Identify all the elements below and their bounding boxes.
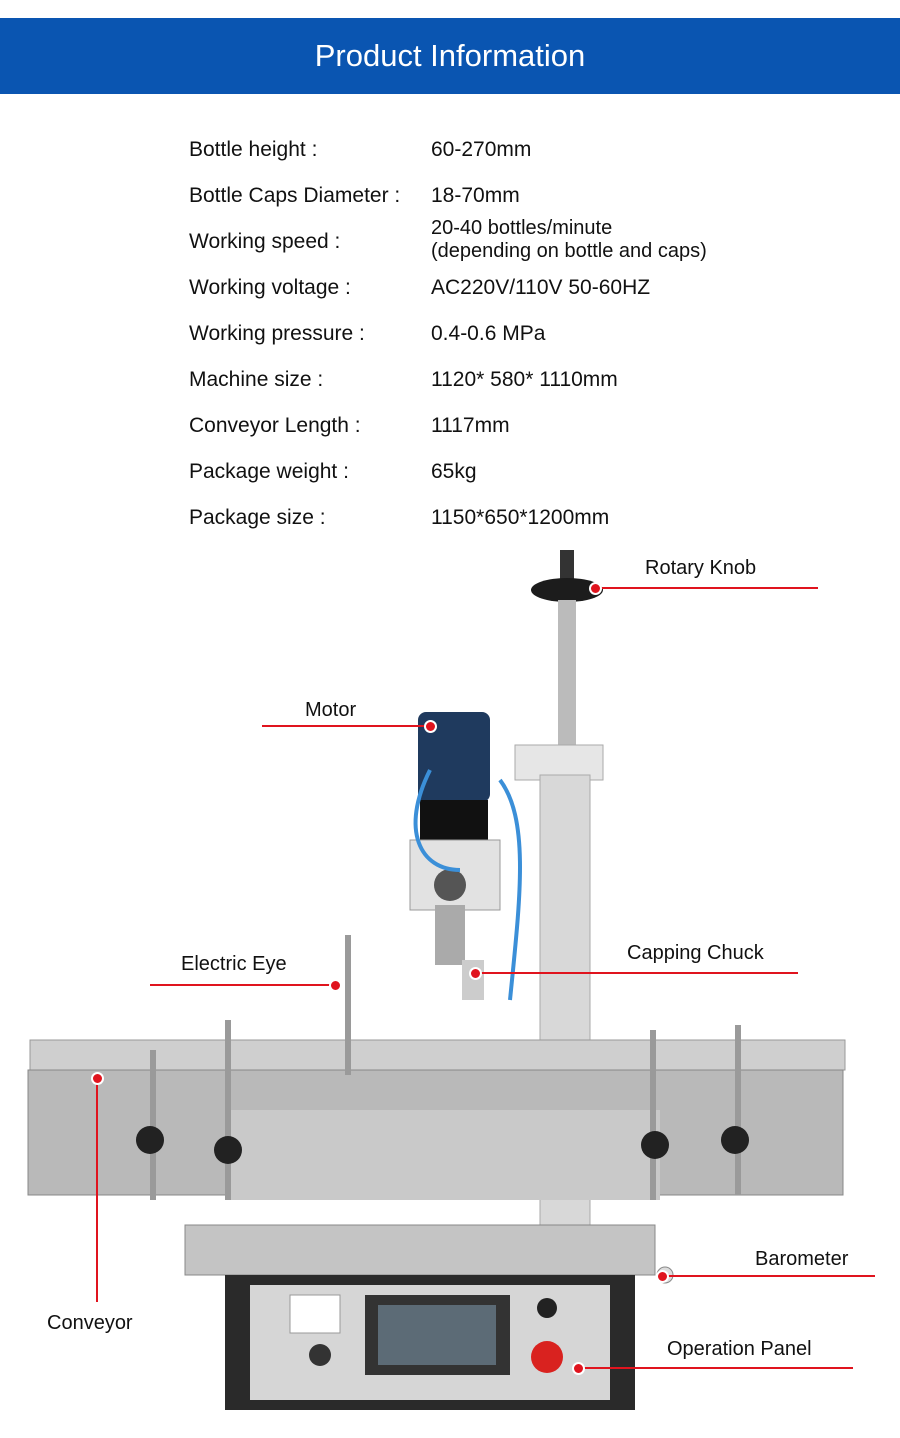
callout-line [662, 1275, 875, 1277]
callout-dot [424, 720, 437, 733]
callout-dot [589, 582, 602, 595]
callout-line [475, 972, 798, 974]
callout-electric-eye: Electric Eye [181, 953, 287, 975]
spec-value: 1150*650*1200mm [431, 506, 610, 529]
callout-conveyor: Conveyor [47, 1312, 133, 1334]
spec-value: AC220V/110V 50-60HZ [431, 276, 651, 299]
screw-rod [558, 600, 576, 750]
callout-barometer: Barometer [755, 1248, 849, 1270]
callout-line [150, 984, 335, 986]
header-banner: Product Information [0, 18, 900, 94]
callout-dot [469, 967, 482, 980]
callout-dot [656, 1270, 669, 1283]
callout-line [96, 1078, 98, 1302]
spec-label: Package size : [189, 506, 326, 529]
spec-label: Conveyor Length : [189, 414, 361, 437]
spec-value-note: (depending on bottle and caps) [431, 240, 707, 262]
spec-label: Working voltage : [189, 276, 351, 299]
spec-label: Machine size : [189, 368, 324, 391]
callout-capping-chuck: Capping Chuck [627, 942, 764, 964]
spec-value: 60-270mm [431, 138, 532, 161]
spec-value: 1117mm [431, 414, 510, 437]
spec-value: 65kg [431, 460, 477, 483]
callout-line [595, 587, 818, 589]
callout-dot [329, 979, 342, 992]
work-table [184, 1224, 656, 1276]
spec-value: 1120* 580* 1110mm [431, 368, 618, 391]
spec-value: 18-70mm [431, 184, 520, 207]
callout-dot [572, 1362, 585, 1375]
callout-rotary-knob: Rotary Knob [645, 557, 757, 579]
motor [418, 712, 490, 802]
page-title: Product Information [314, 38, 586, 73]
callout-dot [91, 1072, 104, 1085]
callout-motor: Motor [305, 699, 357, 721]
rotary-knob [531, 578, 603, 602]
callout-operation-panel: Operation Panel [667, 1338, 812, 1360]
spec-label: Working pressure : [189, 322, 365, 345]
spec-label: Bottle Caps Diameter : [189, 184, 401, 207]
spec-value: 20-40 bottles/minute [431, 217, 613, 239]
spec-label: Package weight : [189, 460, 349, 483]
callout-line [262, 725, 430, 727]
callout-line [578, 1367, 853, 1369]
emergency-stop [531, 1341, 563, 1373]
spec-label: Working speed : [189, 230, 341, 253]
spec-label: Bottle height : [189, 138, 318, 161]
spec-value: 0.4-0.6 MPa [431, 322, 546, 345]
